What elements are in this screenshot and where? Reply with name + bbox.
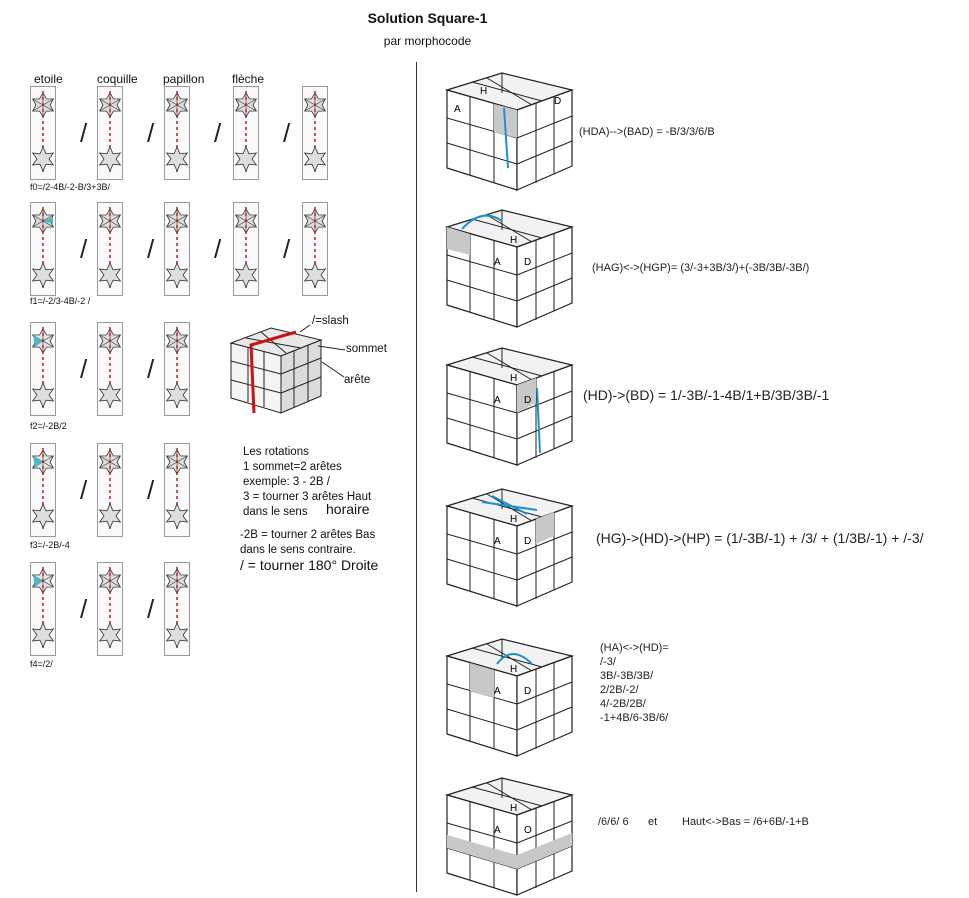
row-label-f4: f4=/2/ (30, 659, 53, 669)
column-divider (416, 62, 417, 892)
slash-separator: / (80, 594, 88, 624)
svg-text:H: H (510, 664, 517, 675)
svg-text:D: D (524, 257, 531, 268)
slash-separator: / (214, 234, 222, 264)
svg-text:H: H (510, 373, 517, 384)
shape-diagram (164, 443, 190, 537)
algo-5-line-5: -1+4B/6-3B/6/ (600, 712, 669, 724)
page-subtitle: par morphocode (383, 34, 472, 48)
algo-6b: et (648, 816, 658, 828)
shape-diagram (30, 443, 56, 537)
shape-diagram (30, 562, 56, 656)
shape-diagram (233, 202, 259, 296)
slash-separator: / (80, 234, 88, 264)
slash-separator: / (147, 594, 155, 624)
legend-cube (229, 327, 323, 414)
slash-separator: / (147, 118, 155, 148)
svg-text:H: H (510, 235, 517, 246)
algo-5-line-3: 2/2B/-2/ (600, 684, 639, 696)
square1-cube: HA D (444, 488, 575, 607)
algo-5-line-0: (HA)<->(HD)= (600, 642, 669, 654)
square1-cube: HA D (444, 638, 575, 757)
rot-line-5b: horaire (326, 501, 370, 517)
svg-text:A: A (494, 686, 501, 697)
svg-text:O: O (524, 825, 532, 836)
slash-separator: / (283, 118, 291, 148)
svg-text:D: D (524, 536, 531, 547)
legend-leader-lines (300, 324, 346, 378)
row-label-f3: f3=/-2B/-4 (30, 540, 70, 550)
header-coquille: coquille (97, 72, 138, 86)
shape-diagram (30, 202, 56, 296)
svg-text:A: A (494, 395, 501, 406)
shape-diagram (97, 202, 123, 296)
row-label-f1: f1=/-2/3-4B/-2 / (30, 296, 91, 306)
slash-separator: / (147, 475, 155, 505)
algo-5-line-4: 4/-2B/2B/ (600, 698, 646, 710)
slash-separator: / (147, 354, 155, 384)
rot-line-4: 3 = tourner 3 arêtes Haut (243, 491, 372, 503)
algo-6a: /6/6/ 6 (598, 816, 629, 828)
algo-5-line-2: 3B/-3B/3B/ (600, 670, 654, 682)
header-fleche: flèche (232, 72, 265, 86)
rot-line-8: / = tourner 180° Droite (240, 557, 379, 573)
rot-line-1: Les rotations (243, 446, 309, 458)
svg-text:A: A (494, 536, 501, 547)
shape-diagram (302, 202, 328, 296)
svg-text:H: H (510, 803, 517, 814)
slash-separator: / (80, 354, 88, 384)
svg-text:D: D (554, 96, 561, 107)
svg-text:D: D (524, 395, 531, 406)
rot-line-3: exemple: 3 - 2B / (243, 476, 330, 488)
algo-1: (HDA)-->(BAD) = -B/3/3/6/B (579, 126, 715, 138)
shape-diagram (164, 562, 190, 656)
slash-separator: / (80, 118, 88, 148)
slash-separator: / (283, 234, 291, 264)
header-papillon: papillon (163, 72, 205, 86)
page-title: Solution Square-1 (367, 10, 488, 26)
legend-arete: arête (344, 374, 371, 386)
shape-diagram (97, 443, 123, 537)
algo-3: (HD)->(BD) = 1/-3B/-1-4B/1+B/3B/3B/-1 (583, 387, 830, 403)
algo-4: (HG)->(HD)->(HP) = (1/-3B/-1) + /3/ + (1… (596, 530, 924, 546)
rot-line-5a: dans le sens (243, 506, 308, 518)
shape-diagram (97, 322, 123, 416)
shape-diagram (164, 202, 190, 296)
shape-diagram (164, 322, 190, 416)
svg-text:A: A (494, 257, 501, 268)
svg-text:A: A (454, 104, 461, 115)
shape-diagram (97, 86, 123, 180)
rot-line-2: 1 sommet=2 arêtes (243, 461, 342, 473)
svg-text:H: H (480, 86, 487, 97)
row-label-f0: f0=/2-4B/-2-B/3+3B/ (30, 182, 111, 192)
rot-line-7: dans le sens contraire. (240, 544, 356, 556)
legend-sommet: sommet (346, 343, 387, 355)
shape-diagram (164, 86, 190, 180)
row-label-f2: f2=/-2B/2 (30, 421, 67, 431)
svg-text:A: A (494, 825, 501, 836)
square1-cube: H A D (444, 72, 575, 191)
shape-diagram (30, 322, 56, 416)
shape-diagram (233, 86, 259, 180)
square1-cube: HA D (444, 347, 575, 466)
slash-separator: / (214, 118, 222, 148)
algo-2: (HAG)<->(HGP)= (3/-3+3B/3/)+(-3B/3B/-3B/… (592, 262, 810, 274)
square1-cube: HA D (444, 209, 575, 328)
legend-slash: /=slash (312, 315, 349, 327)
svg-text:D: D (524, 686, 531, 697)
algo-5-line-1: /-3/ (600, 656, 616, 668)
header-etoile: etoile (34, 72, 63, 86)
slash-separator: / (80, 475, 88, 505)
slash-separator: / (147, 234, 155, 264)
shape-diagram (97, 562, 123, 656)
shape-diagram (302, 86, 328, 180)
square1-cube: HA O (444, 777, 575, 896)
algo-6c: Haut<->Bas = /6+6B/-1+B (682, 816, 809, 828)
shape-diagram (30, 86, 56, 180)
rot-line-6: -2B = tourner 2 arêtes Bas (240, 529, 376, 541)
svg-text:H: H (510, 514, 517, 525)
algo-5: (HA)<->(HD)= /-3/ 3B/-3B/3B/ 2/2B/-2/ 4/… (600, 641, 669, 725)
